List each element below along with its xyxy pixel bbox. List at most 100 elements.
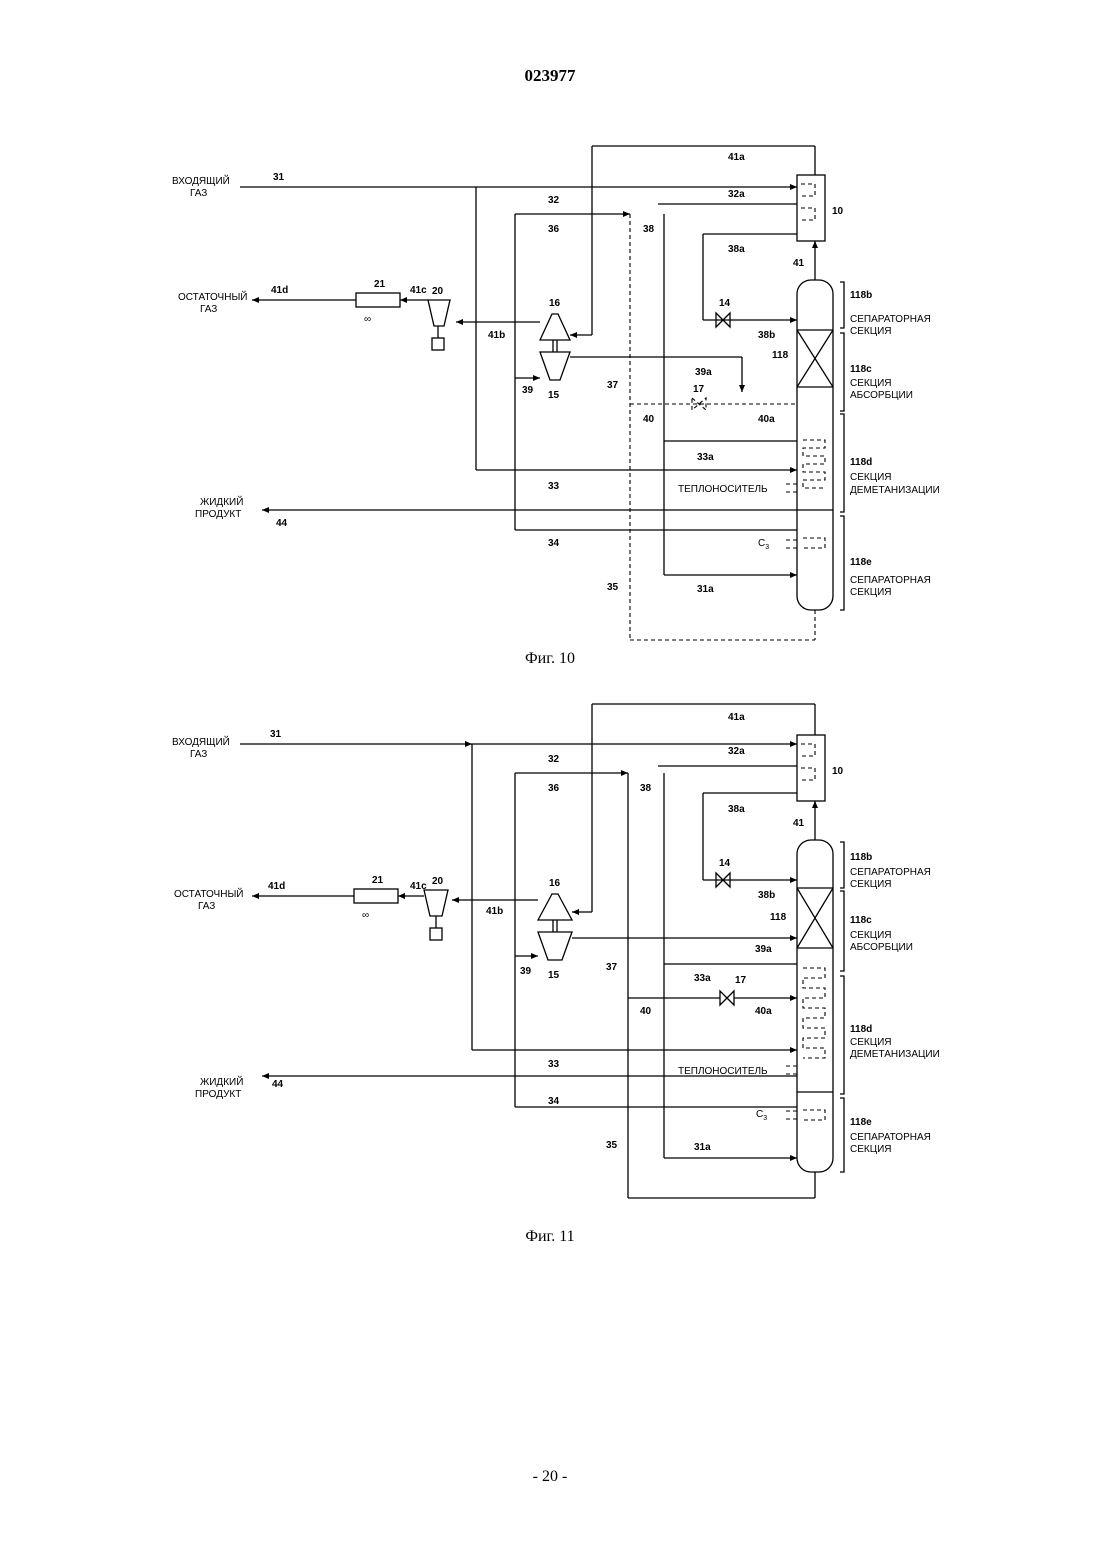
bracket-118d bbox=[840, 414, 844, 512]
stream-32-label: 32 bbox=[548, 195, 560, 206]
stream-36-label: 36 bbox=[548, 224, 560, 235]
cooler-21-fan-icon: ∞ bbox=[364, 314, 371, 325]
label-cooler-21: 21 bbox=[372, 875, 384, 886]
bracket-118c bbox=[840, 333, 844, 411]
page-number: - 20 - bbox=[0, 1468, 1100, 1486]
label-demeth-section-2: ДЕМЕТАНИЗАЦИИ bbox=[850, 485, 940, 496]
stream-33-label: 33 bbox=[548, 481, 560, 492]
stream-41d-label: 41d bbox=[271, 285, 288, 296]
stream-38-label: 38 bbox=[640, 783, 652, 794]
label-118b: 118b bbox=[850, 290, 872, 301]
label-liquid-product-2: ПРОДУКТ bbox=[195, 1089, 241, 1100]
expander-16 bbox=[538, 894, 572, 920]
compressor-15 bbox=[538, 932, 572, 960]
label-118d: 118d bbox=[850, 457, 872, 468]
label-sep-section-bottom-2: СЕКЦИЯ bbox=[850, 587, 892, 598]
figure-10-flow-diagram: ВХОДЯЩИЙ ГАЗ ОСТАТОЧНЫЙ ГАЗ ЖИДКИЙ ПРОДУ… bbox=[0, 0, 1100, 680]
stream-32a-label: 32a bbox=[728, 189, 745, 200]
label-heat-exchanger-10: 10 bbox=[832, 206, 844, 217]
label-compressor-20: 20 bbox=[432, 286, 444, 297]
column-118 bbox=[797, 840, 833, 1172]
stream-31-label: 31 bbox=[273, 172, 285, 183]
stream-38a-label: 38a bbox=[728, 244, 745, 255]
stream-32a-label: 32a bbox=[728, 746, 745, 757]
stream-35-label: 35 bbox=[607, 582, 619, 593]
driver-20 bbox=[432, 338, 444, 350]
stream-38b-label: 38b bbox=[758, 330, 775, 341]
label-inlet-gas: ВХОДЯЩИЙ bbox=[172, 174, 230, 187]
label-residue-gas-2: ГАЗ bbox=[198, 901, 215, 912]
label-c3: C3 bbox=[758, 538, 769, 551]
stream-33a-label: 33a bbox=[697, 452, 714, 463]
label-heat-medium: ТЕПЛОНОСИТЕЛЬ bbox=[678, 1066, 768, 1077]
label-118e: 118e bbox=[850, 557, 872, 568]
label-abs-section: СЕКЦИЯ bbox=[850, 378, 892, 389]
label-heat-exchanger-10: 10 bbox=[832, 766, 844, 777]
stream-31a-label: 31a bbox=[694, 1142, 711, 1153]
stream-33a-label: 33a bbox=[694, 973, 711, 984]
cooler-21 bbox=[354, 889, 398, 903]
bracket-118d bbox=[840, 976, 844, 1094]
label-sep-section-bottom: СЕПАРАТОРНАЯ bbox=[850, 1132, 931, 1143]
stream-37-label: 37 bbox=[606, 962, 618, 973]
stream-44-label: 44 bbox=[272, 1079, 284, 1090]
label-sep-section-bottom-2: СЕКЦИЯ bbox=[850, 1144, 892, 1155]
label-demeth-section: СЕКЦИЯ bbox=[850, 1037, 892, 1048]
stream-39-label: 39 bbox=[522, 385, 534, 396]
heat-medium-arrows bbox=[785, 484, 797, 492]
stream-41c-label: 41c bbox=[410, 285, 427, 296]
label-expander-16: 16 bbox=[549, 878, 561, 889]
cooler-21-fan-icon: ∞ bbox=[362, 910, 369, 921]
label-heat-medium: ТЕПЛОНОСИТЕЛЬ bbox=[678, 484, 768, 495]
label-expander-16: 16 bbox=[549, 298, 561, 309]
stream-39a-label: 39a bbox=[755, 944, 772, 955]
bracket-118e bbox=[840, 516, 844, 610]
label-liquid-product: ЖИДКИЙ bbox=[200, 1075, 243, 1088]
stream-34-label: 34 bbox=[548, 1096, 560, 1107]
label-abs-section-2: АБСОРБЦИИ bbox=[850, 942, 913, 953]
label-residue-gas-2: ГАЗ bbox=[200, 304, 217, 315]
label-118c: 118c bbox=[850, 915, 872, 926]
figure-11-caption: Фиг. 11 bbox=[0, 1228, 1100, 1246]
expander-16 bbox=[540, 314, 570, 340]
label-valve-14: 14 bbox=[719, 858, 731, 869]
label-sep-section-top: СЕПАРАТОРНАЯ bbox=[850, 314, 931, 325]
stream-31a-label: 31a bbox=[697, 584, 714, 595]
c3-arrows bbox=[783, 1111, 797, 1119]
stream-40a-label: 40a bbox=[758, 414, 775, 425]
label-c3: C3 bbox=[756, 1109, 767, 1122]
stream-38a-label: 38a bbox=[728, 804, 745, 815]
compressor-20 bbox=[428, 300, 450, 326]
stream-40a-label: 40a bbox=[755, 1006, 772, 1017]
label-residue-gas: ОСТАТОЧНЫЙ bbox=[178, 290, 247, 303]
cooler-21 bbox=[356, 293, 400, 307]
stream-44-label: 44 bbox=[276, 518, 288, 529]
label-demeth-section-2: ДЕМЕТАНИЗАЦИИ bbox=[850, 1049, 940, 1060]
label-118c: 118c bbox=[850, 364, 872, 375]
stream-41-label: 41 bbox=[793, 258, 805, 269]
stream-38-label: 38 bbox=[643, 224, 655, 235]
figure-10-caption: Фиг. 10 bbox=[0, 650, 1100, 668]
label-compressor-15: 15 bbox=[548, 390, 560, 401]
c3-arrows bbox=[783, 540, 797, 548]
label-valve-17: 17 bbox=[735, 975, 747, 986]
stream-41d-label: 41d bbox=[268, 881, 285, 892]
stream-36-label: 36 bbox=[548, 783, 560, 794]
valve-17 bbox=[720, 991, 734, 1005]
bracket-118c bbox=[840, 891, 844, 971]
label-sep-section-top-2: СЕКЦИЯ bbox=[850, 326, 892, 337]
stream-35-label: 35 bbox=[606, 1140, 618, 1151]
label-inlet-gas-2: ГАЗ bbox=[190, 188, 207, 199]
label-column-118: 118 bbox=[770, 912, 787, 923]
label-inlet-gas-2: ГАЗ bbox=[190, 749, 207, 760]
stream-37-label: 37 bbox=[607, 380, 619, 391]
label-demeth-section: СЕКЦИЯ bbox=[850, 472, 892, 483]
stream-39a-label: 39a bbox=[695, 367, 712, 378]
bracket-118e bbox=[840, 1098, 844, 1172]
label-118b: 118b bbox=[850, 852, 872, 863]
stream-39-label: 39 bbox=[520, 966, 532, 977]
label-sep-section-bottom: СЕПАРАТОРНАЯ bbox=[850, 575, 931, 586]
label-sep-section-top-2: СЕКЦИЯ bbox=[850, 879, 892, 890]
label-liquid-product: ЖИДКИЙ bbox=[200, 495, 243, 508]
label-118d: 118d bbox=[850, 1024, 872, 1035]
